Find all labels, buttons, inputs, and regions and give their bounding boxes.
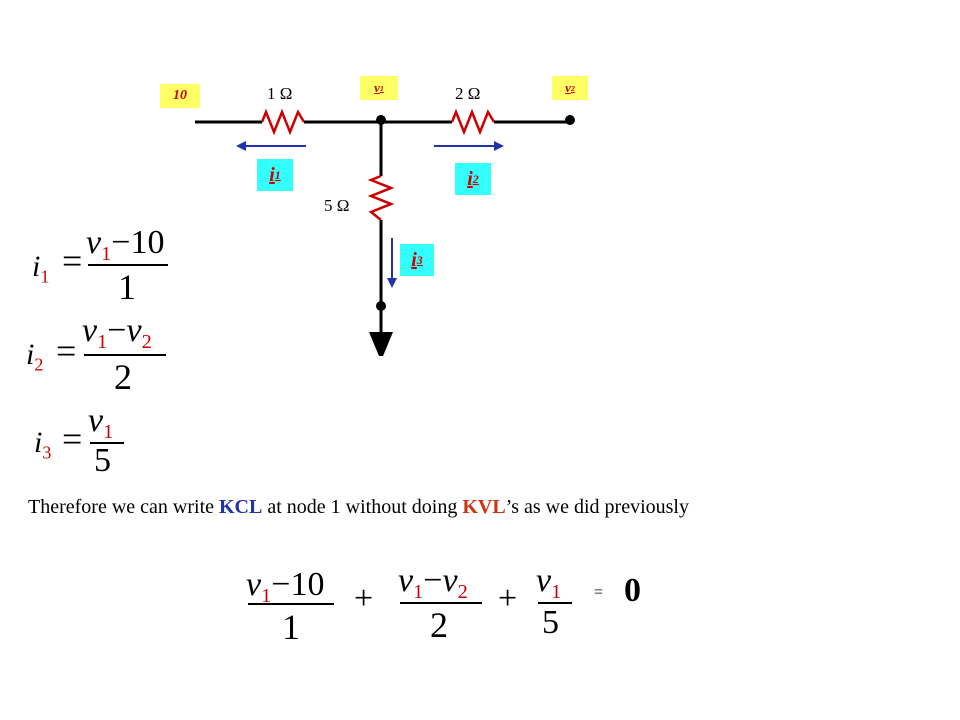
final-t3-sub: 1: [551, 581, 562, 604]
resistor-1-value: 1 Ω: [267, 84, 293, 103]
final-term3-numerator: v1: [536, 562, 561, 604]
final-t3-v: v: [536, 562, 552, 599]
node-1-dot: [376, 115, 386, 125]
eq2-lhs-i: i: [26, 338, 35, 371]
eq2-lhs: i2: [26, 338, 43, 375]
eq3-equals: =: [62, 419, 83, 459]
source-voltage-label: 10: [160, 84, 200, 108]
current-i2-sub: 2: [472, 171, 479, 186]
eq2-numerator: v1−v2: [82, 312, 152, 354]
eq1-lhs-sub: 1: [40, 266, 50, 287]
final-t2-minus: −: [423, 562, 443, 599]
eq3-numerator: v1: [88, 402, 113, 444]
node-2-sub: 2: [570, 83, 575, 93]
final-plus-1: +: [354, 580, 374, 617]
eq1-equals: =: [62, 241, 83, 281]
final-t2-sub: 1: [413, 581, 424, 604]
eq1-num-v: v: [86, 224, 102, 261]
final-term1-bar: [248, 603, 334, 605]
eq1-denominator: 1: [118, 267, 136, 307]
final-term1-numerator: v1−10: [246, 566, 324, 608]
eq3-num-v: v: [88, 402, 104, 439]
arrow-i1-head: [236, 141, 246, 151]
eq1-fraction-bar: [88, 264, 168, 266]
resistor-5: [367, 174, 395, 221]
eq2-lhs-sub: 2: [34, 354, 44, 375]
final-equals: =: [594, 584, 604, 601]
eq2-num-v2: v: [126, 312, 142, 349]
kcl-keyword: KCL: [219, 496, 263, 518]
final-term3-denominator: 5: [542, 604, 559, 641]
current-i2-v: i: [467, 167, 473, 190]
current-i1-sub: 1: [274, 167, 281, 182]
arrow-i3-head: [387, 278, 397, 288]
eq2-denominator: 2: [114, 357, 132, 397]
node-2-dot: [565, 115, 575, 125]
arrow-i2-head: [494, 141, 504, 151]
current-i1-v: i: [269, 163, 275, 186]
final-zero: 0: [624, 572, 641, 609]
ground-symbol: [369, 332, 393, 356]
eq3-lhs: i3: [34, 426, 51, 463]
eq1-num-rest: −10: [111, 224, 165, 261]
sentence-part-c: ’s as we did previously: [505, 496, 689, 518]
final-term1-denominator: 1: [282, 607, 300, 647]
final-t2-v2: v: [442, 562, 458, 599]
final-plus-2: +: [498, 580, 518, 617]
eq3-lhs-sub: 3: [42, 442, 52, 463]
eq2-num-sub2: 2: [141, 331, 152, 354]
node-1-v: v: [374, 80, 380, 95]
eq2-fraction-bar: [84, 354, 166, 356]
eq2-equals: =: [56, 331, 77, 371]
final-t2-v: v: [398, 562, 414, 599]
final-t1-sub: 1: [261, 585, 272, 608]
sentence-part-a: Therefore we can write: [28, 496, 219, 518]
node-1-sub: 1: [379, 83, 384, 93]
final-term2-numerator: v1−v2: [398, 562, 468, 604]
eq1-lhs: i1: [32, 250, 49, 287]
resistor-2: [450, 108, 496, 136]
final-t1-rest: −10: [271, 566, 325, 603]
resistor-1: [260, 108, 306, 136]
eq2-num-sub: 1: [97, 331, 108, 354]
eq1-numerator: v1−10: [86, 224, 164, 266]
eq2-num-v: v: [82, 312, 98, 349]
kcl-sentence: Therefore we can write KCL at node 1 wit…: [28, 496, 689, 519]
eq2-num-minus: −: [107, 312, 127, 349]
final-t2-sub2: 2: [457, 581, 468, 604]
source-voltage-text: 10: [173, 88, 187, 103]
eq1-num-sub: 1: [101, 243, 112, 266]
kvl-keyword: KVL: [462, 496, 506, 518]
node-2-v: v: [565, 80, 571, 95]
eq1-lhs-i: i: [32, 250, 41, 283]
eq3-lhs-i: i: [34, 426, 43, 459]
final-term3-bar: [538, 602, 572, 604]
current-i3-v: i: [411, 248, 417, 271]
final-term2-denominator: 2: [430, 605, 448, 645]
eq3-num-sub: 1: [103, 421, 114, 444]
current-i3-sub: 3: [416, 252, 423, 267]
resistor-5-value: 5 Ω: [324, 196, 350, 215]
resistor-2-value: 2 Ω: [455, 84, 481, 103]
eq3-denominator: 5: [94, 442, 111, 479]
final-term2-bar: [400, 602, 482, 604]
final-t1-v: v: [246, 566, 262, 603]
sentence-part-b: at node 1 without doing: [262, 496, 463, 518]
eq3-fraction-bar: [90, 442, 124, 444]
